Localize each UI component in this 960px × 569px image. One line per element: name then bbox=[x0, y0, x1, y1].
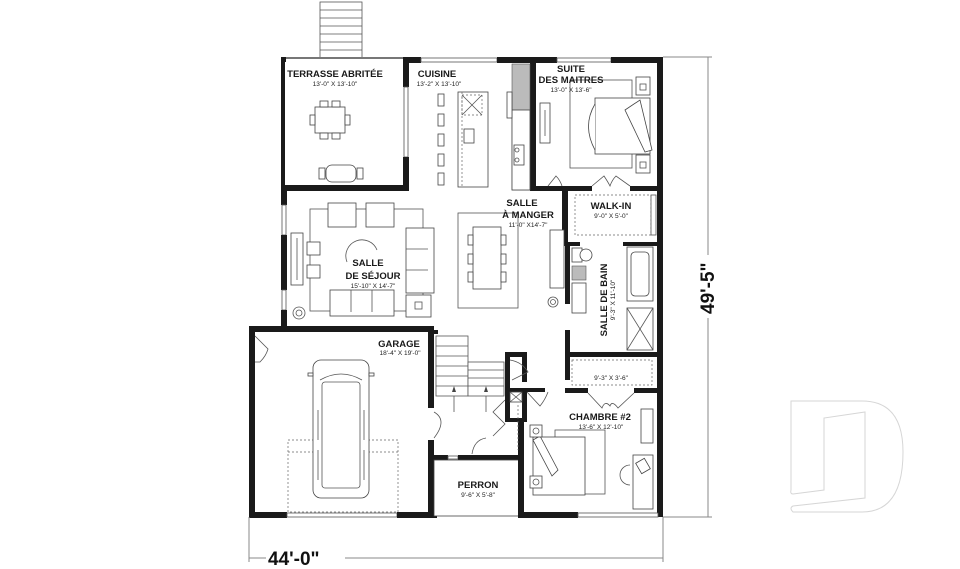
suite-name-1: SUITE bbox=[557, 64, 585, 75]
salle-manger-dims: 11'-0" X14'-7" bbox=[509, 222, 548, 229]
d-logo-watermark-icon bbox=[790, 400, 904, 513]
exterior-walls bbox=[249, 57, 663, 518]
overall-depth: 49'-5" bbox=[698, 262, 719, 314]
room-labels: TERRASSE ABRITÉE 13'-0" X 13'-10" CUISIN… bbox=[287, 64, 631, 499]
walkin-closet bbox=[574, 194, 657, 236]
garage-name: GARAGE bbox=[378, 339, 420, 350]
perron-name: PERRON bbox=[458, 480, 499, 491]
dimension-lines bbox=[248, 56, 712, 562]
master-suite-furniture bbox=[539, 76, 653, 188]
interior-walls bbox=[434, 57, 657, 422]
chambre2-dims: 13'-6" X 12'-10" bbox=[579, 424, 624, 431]
salle-bain-dims: 9'-3" X 11'-10" bbox=[610, 279, 617, 320]
garage-contents bbox=[254, 335, 399, 513]
dining-furniture bbox=[457, 212, 565, 309]
salle-bain-name: SALLE DE BAIN bbox=[599, 263, 610, 336]
cuisine-name: CUISINE bbox=[418, 69, 457, 80]
terrasse-name: TERRASSE ABRITÉE bbox=[287, 69, 383, 80]
suite-name-2: DES MAITRES bbox=[539, 75, 604, 86]
terrasse-outline bbox=[281, 57, 405, 189]
cuisine-dims: 13'-2" X 13'-10" bbox=[417, 81, 462, 88]
garage-dims: 18'-4" X 19'-0" bbox=[379, 350, 421, 357]
suite-dims: 13'-0" X 13'-6" bbox=[550, 87, 592, 94]
living-furniture bbox=[290, 202, 435, 320]
hall-closet bbox=[571, 359, 653, 409]
walkin-dims: 9'-0" X 5'-0" bbox=[594, 213, 629, 220]
bathroom-fixtures bbox=[571, 246, 654, 351]
overall-width: 44'-0" bbox=[268, 549, 320, 569]
sejour-dims: 15'-10" X 14'-7" bbox=[351, 283, 396, 290]
rear-stairs bbox=[319, 1, 363, 59]
perron-dims: 9'-6" X 5'-8" bbox=[461, 492, 496, 499]
salle-manger-name-2: À MANGER bbox=[502, 210, 554, 221]
salle-manger-name-1: SALLE bbox=[506, 198, 537, 209]
car-icon bbox=[307, 359, 375, 499]
chambre2-name: CHAMBRE #2 bbox=[569, 412, 631, 423]
walkin-name: WALK-IN bbox=[591, 201, 632, 212]
terrasse-dims: 13'-0" X 13'-10" bbox=[313, 81, 358, 88]
kitchen-fixtures bbox=[437, 63, 531, 191]
interior-stairs bbox=[433, 335, 549, 455]
chambre2-furniture bbox=[529, 408, 654, 510]
closet-dims: 9'-3" X 3'-6" bbox=[594, 375, 629, 382]
terrasse-furniture bbox=[309, 100, 364, 183]
sejour-name-1: SALLE bbox=[352, 258, 383, 269]
sejour-name-2: DE SÉJOUR bbox=[346, 271, 401, 282]
